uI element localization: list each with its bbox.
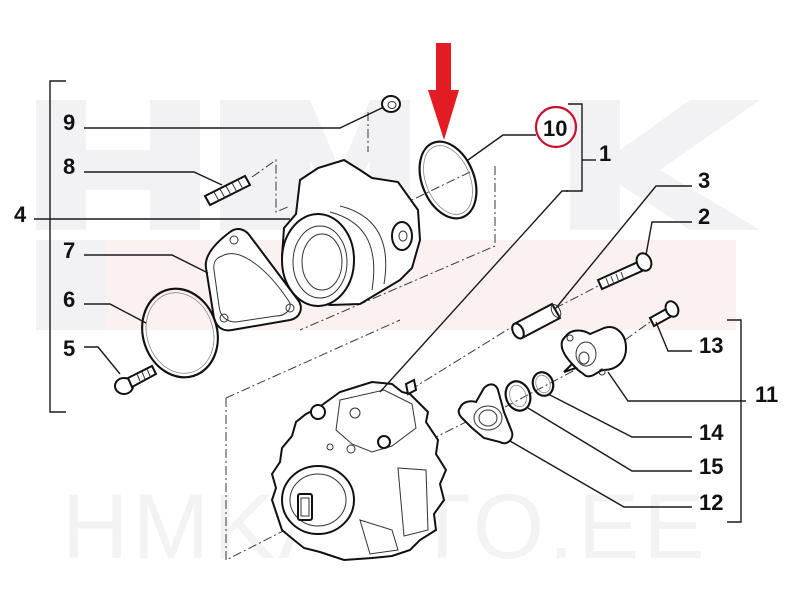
callout-11[interactable]: 11 <box>755 382 778 407</box>
callout-5[interactable]: 5 <box>63 336 75 361</box>
bracket-group-4 <box>49 80 66 413</box>
part-15-oring[interactable] <box>502 378 535 414</box>
part-6-oring[interactable] <box>131 279 229 387</box>
part-14-oring[interactable] <box>529 369 556 398</box>
part-5-bolt[interactable] <box>114 364 158 395</box>
part-8-stud[interactable] <box>203 174 252 207</box>
callout-3[interactable]: 3 <box>698 168 710 193</box>
part-9-nut[interactable] <box>381 95 401 113</box>
callout-14[interactable]: 14 <box>699 420 724 445</box>
part-11-valve[interactable] <box>560 326 628 378</box>
highlight-arrow-icon <box>428 43 459 140</box>
callout-12[interactable]: 12 <box>699 490 723 515</box>
bracket-group-11 <box>727 319 742 523</box>
callout-labels: 9 8 4 7 6 5 10 1 3 2 13 11 14 15 12 <box>14 110 778 515</box>
callout-7[interactable]: 7 <box>63 238 75 263</box>
highlight-circle <box>534 105 578 149</box>
callout-1[interactable]: 1 <box>599 141 611 166</box>
callout-15[interactable]: 15 <box>699 454 723 479</box>
part-13-screw[interactable] <box>648 299 681 328</box>
bracket-group-1 <box>566 103 596 192</box>
leader-lines <box>34 106 746 508</box>
callout-13[interactable]: 13 <box>699 333 723 358</box>
part-2-bolt[interactable] <box>596 251 654 291</box>
callout-10[interactable]: 10 <box>543 116 567 141</box>
callout-2[interactable]: 2 <box>698 204 710 229</box>
part-4-housing[interactable] <box>280 158 422 307</box>
callout-4[interactable]: 4 <box>14 202 27 227</box>
part-10-oring[interactable] <box>409 133 487 227</box>
part-3-sleeve[interactable] <box>510 302 563 340</box>
callout-9[interactable]: 9 <box>63 110 75 135</box>
part-7-gasket[interactable] <box>204 228 302 332</box>
part-12-flange[interactable] <box>457 383 514 445</box>
callout-8[interactable]: 8 <box>63 154 75 179</box>
part-1-pump-body[interactable] <box>270 378 448 562</box>
callout-6[interactable]: 6 <box>63 287 75 312</box>
